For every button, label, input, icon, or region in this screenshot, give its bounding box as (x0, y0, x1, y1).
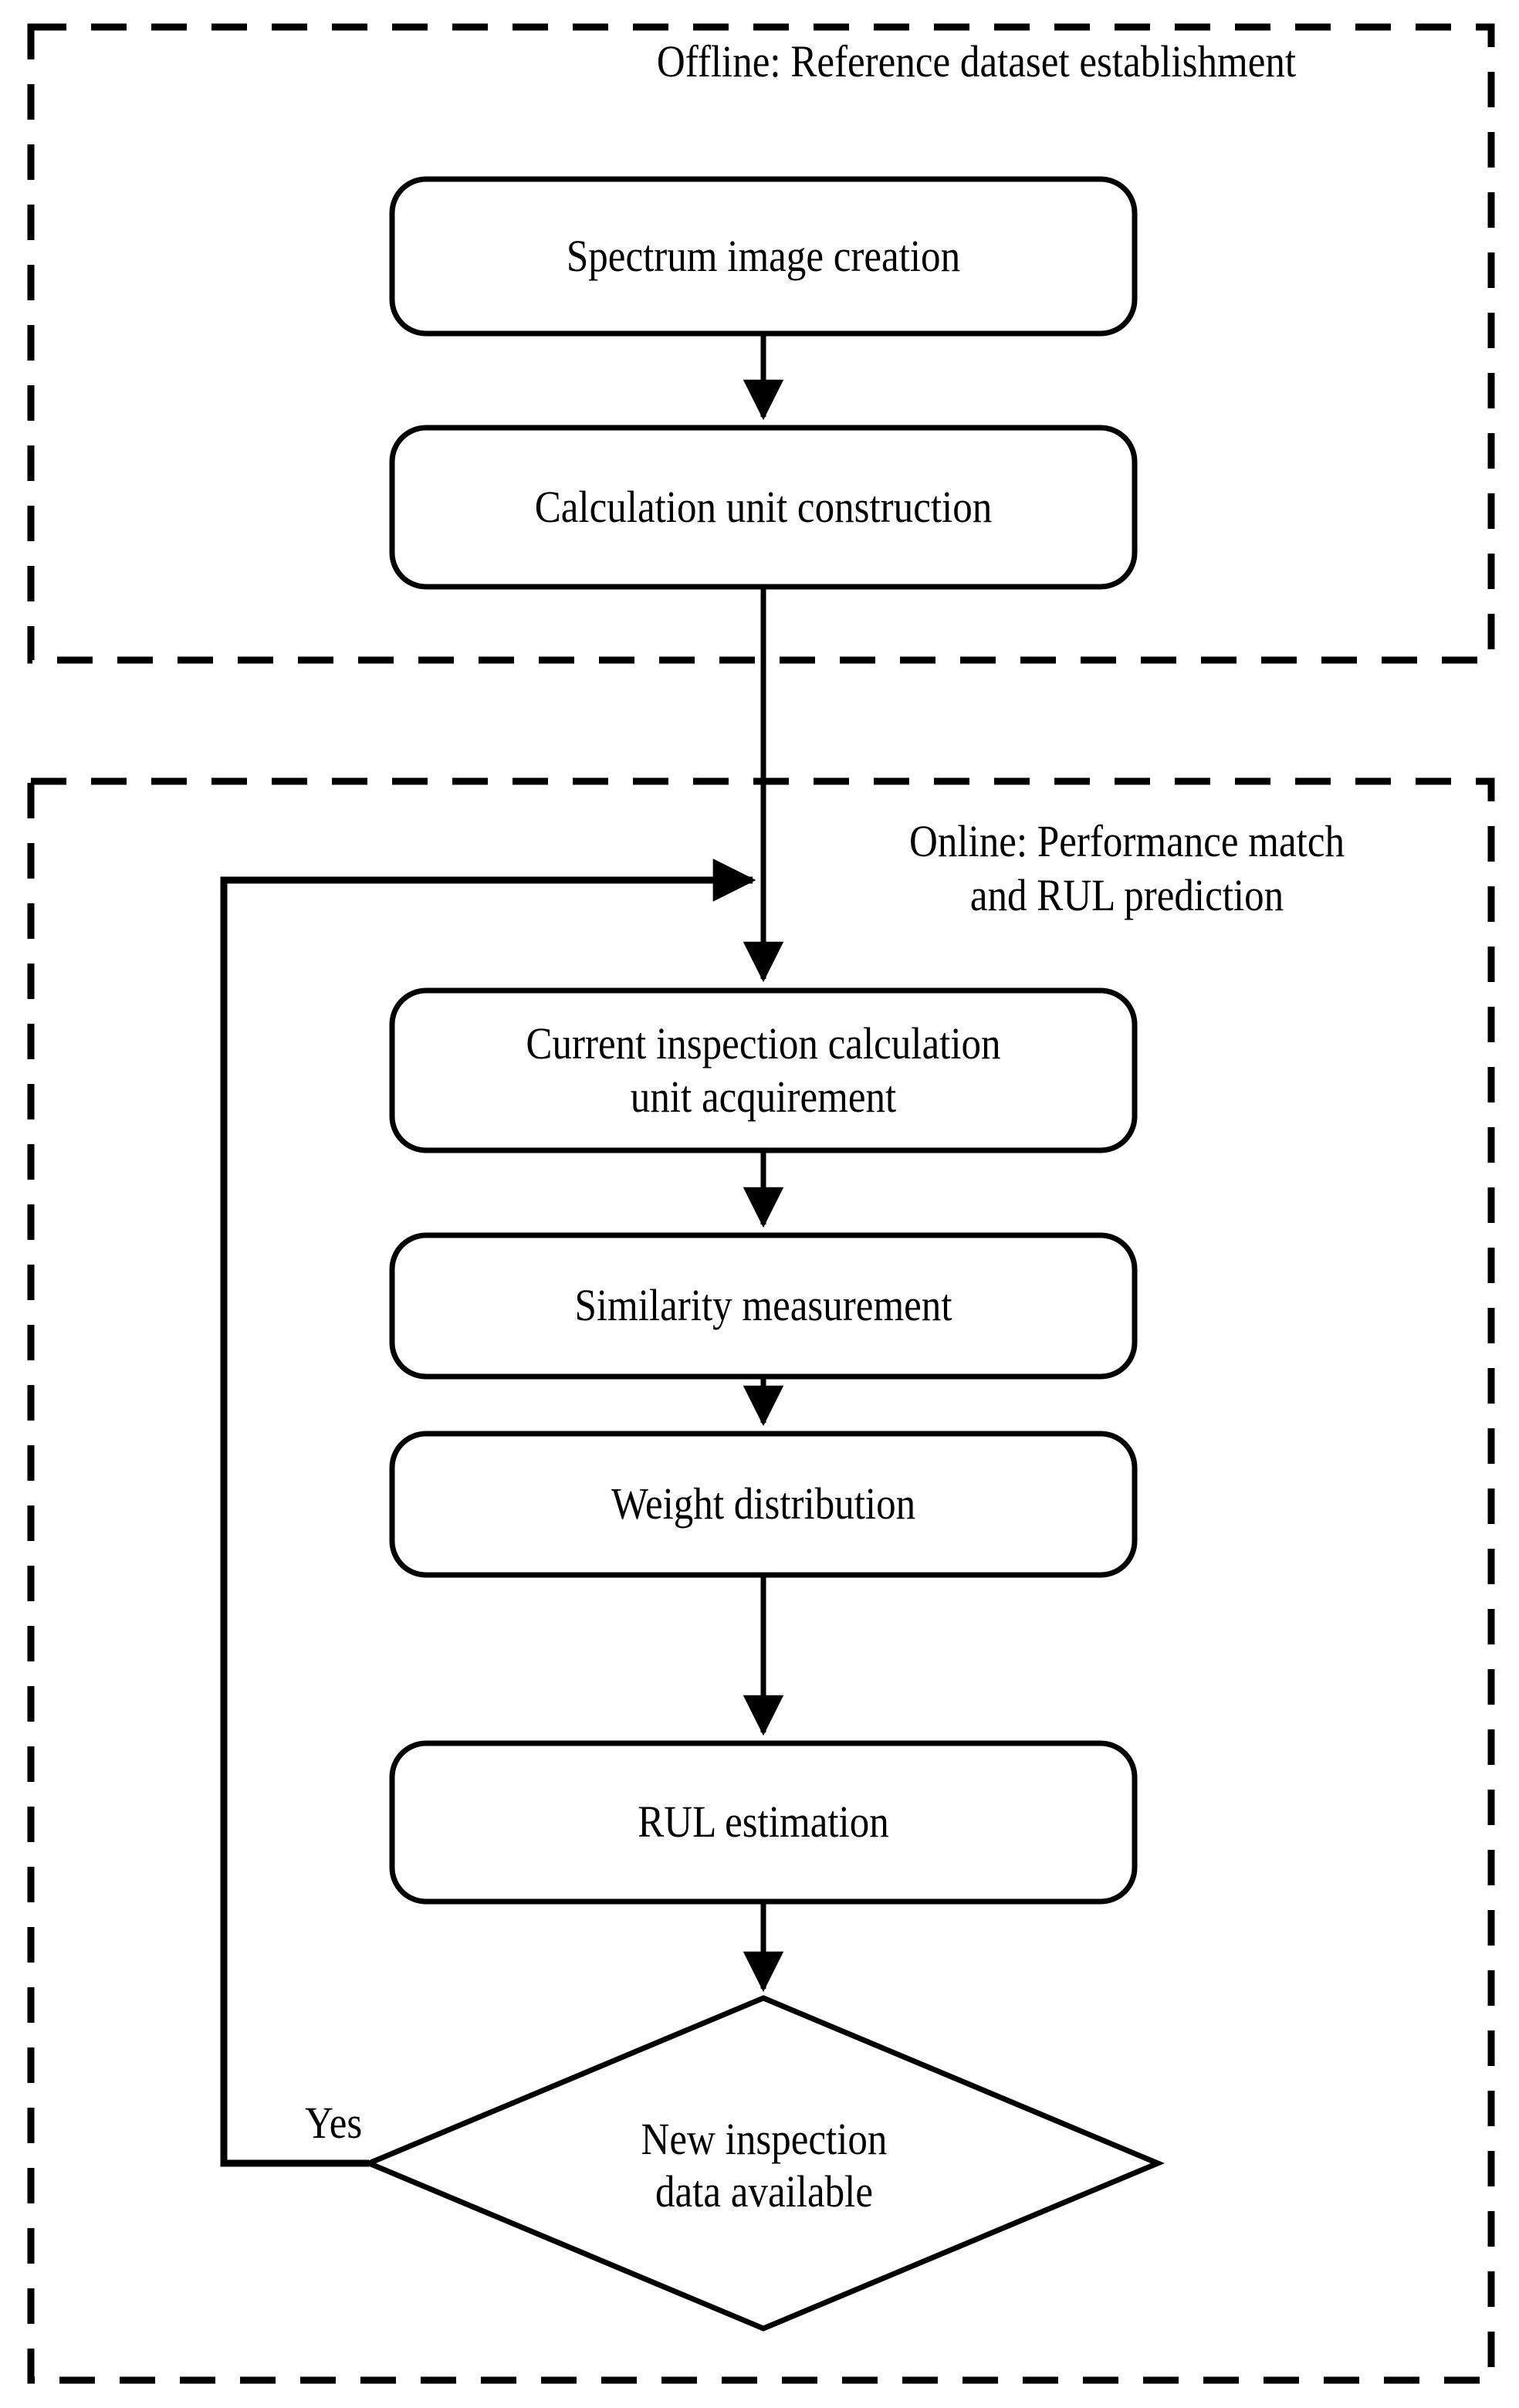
node-rul-estimation (389, 1740, 1138, 1905)
group-offline-border (27, 23, 1495, 664)
node-calculation-unit-construction (389, 425, 1138, 590)
edge-label-yes: Yes (305, 2098, 363, 2148)
edge-yes-feedback-loop (220, 859, 756, 2167)
node-current-inspection-calculation-unit-acquirement (389, 987, 1138, 1153)
node-new-inspection-data-available (361, 1995, 1165, 2332)
node-weight-distribution (389, 1431, 1138, 1578)
node-spectrum-image-creation (389, 176, 1138, 337)
node-similarity-measurement (389, 1232, 1138, 1380)
group-offline-title: Offline: Reference dataset establishment (656, 36, 1297, 86)
group-online-title: Online: Performance match and RUL predic… (908, 816, 1345, 920)
